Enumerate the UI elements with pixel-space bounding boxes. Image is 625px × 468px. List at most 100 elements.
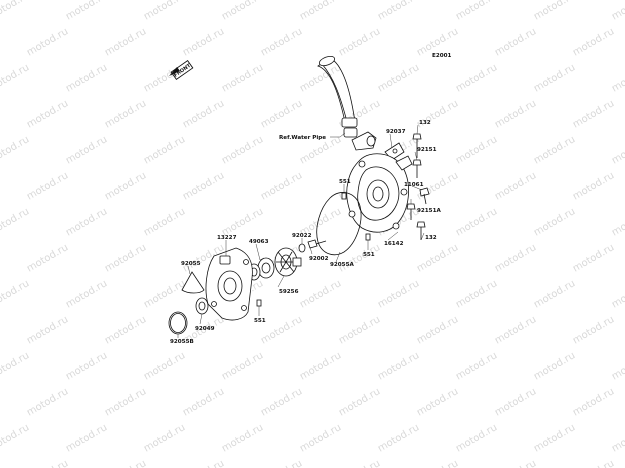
watermark-text: motod.ru xyxy=(454,0,499,23)
label-92151: 92151 xyxy=(417,147,437,153)
watermark-text: motod.ru xyxy=(142,350,187,382)
watermark-text: motod.ru xyxy=(259,314,304,346)
watermark-text: motod.ru xyxy=(493,386,538,418)
watermark-text: motod.ru xyxy=(532,134,577,166)
label-92022: 92022 xyxy=(292,233,312,239)
watermark-text: motod.ru xyxy=(610,0,625,23)
watermark-text: motod.ru xyxy=(0,278,31,310)
watermark-text: motod.ru xyxy=(493,26,538,58)
watermark-text: motod.ru xyxy=(0,0,31,23)
watermark-text: motod.ru xyxy=(142,422,187,454)
water-pump-cover xyxy=(346,153,413,233)
watermark-text: motod.ru xyxy=(64,134,109,166)
watermark-text: motod.ru xyxy=(376,0,421,23)
label-92049: 92049 xyxy=(195,326,215,332)
pin-551-top xyxy=(341,192,347,200)
bolt-92151A xyxy=(406,203,416,220)
label-92055B: 92055B xyxy=(170,339,194,345)
watermark-text: motod.ru xyxy=(103,170,148,202)
bolt-11061-area xyxy=(419,187,430,205)
watermark-text: motod.ru xyxy=(610,350,625,382)
o-ring-92055B xyxy=(168,311,188,335)
oil-seal-92049 xyxy=(195,297,209,315)
watermark-text: motod.ru xyxy=(259,458,304,468)
watermark-text: motod.ru xyxy=(0,206,31,238)
watermark-text: motod.ru xyxy=(532,62,577,94)
watermark-text: motod.ru xyxy=(103,314,148,346)
label-92002: 92002 xyxy=(309,256,329,262)
watermark-text: motod.ru xyxy=(25,458,70,468)
watermark-text: motod.ru xyxy=(454,206,499,238)
watermark-text: motod.ru xyxy=(571,458,616,468)
label-92055A: 92055A xyxy=(330,262,354,268)
watermark-text: motod.ru xyxy=(571,314,616,346)
label-551-bottom: 551 xyxy=(254,318,266,324)
watermark-text: motod.ru xyxy=(337,26,382,58)
watermark-text: motod.ru xyxy=(532,0,577,23)
label-92037: 92037 xyxy=(386,129,406,135)
watermark-text: motod.ru xyxy=(610,62,625,94)
watermark-text: motod.ru xyxy=(103,98,148,130)
label-49063: 49063 xyxy=(249,239,269,245)
watermark-text: motod.ru xyxy=(220,134,265,166)
watermark-text: motod.ru xyxy=(415,242,460,274)
watermark-text: motod.ru xyxy=(0,350,31,382)
label-11061: 11061 xyxy=(404,182,424,188)
watermark-text: motod.ru xyxy=(0,134,31,166)
watermark-text: motod.ru xyxy=(259,98,304,130)
watermark-text: motod.ru xyxy=(64,206,109,238)
label-16142: 16142 xyxy=(384,241,404,247)
watermark-text: motod.ru xyxy=(220,206,265,238)
watermark-text: motod.ru xyxy=(25,386,70,418)
watermark-text: motod.ru xyxy=(181,26,226,58)
watermark-text: motod.ru xyxy=(376,278,421,310)
part-labels: Ref.Water Pipe 92037 132 92151 551 11061… xyxy=(170,120,441,345)
watermark-text: motod.ru xyxy=(25,98,70,130)
bolt-132-bottom xyxy=(416,221,426,240)
watermark-text: motod.ru xyxy=(376,350,421,382)
label-92151A: 92151A xyxy=(417,208,441,214)
watermark-text: motod.ru xyxy=(220,350,265,382)
watermark-text: motod.ru xyxy=(610,134,625,166)
watermark-text: motod.ru xyxy=(376,62,421,94)
watermark-text: motod.ru xyxy=(25,26,70,58)
watermark-text: motod.ru xyxy=(25,170,70,202)
watermark-text: motod.ru xyxy=(0,62,31,94)
watermark-text: motod.ru xyxy=(415,458,460,468)
pipe-fitting xyxy=(351,131,377,151)
watermark-text: motod.ru xyxy=(103,26,148,58)
watermark-text: motod.ru xyxy=(571,98,616,130)
label-ref-water-pipe: Ref.Water Pipe xyxy=(279,135,326,141)
watermark-text: motod.ru xyxy=(259,26,304,58)
watermark-text: motod.ru xyxy=(142,134,187,166)
watermark-text: motod.ru xyxy=(103,242,148,274)
watermark-text: motod.ru xyxy=(337,242,382,274)
watermark-text: motod.ru xyxy=(103,458,148,468)
watermark-text: motod.ru xyxy=(376,422,421,454)
watermark-text: motod.ru xyxy=(337,458,382,468)
watermark-text: motod.ru xyxy=(571,170,616,202)
label-132-bottom: 132 xyxy=(425,235,437,241)
bolt-92002 xyxy=(307,239,327,249)
watermark-text: motod.ru xyxy=(493,458,538,468)
label-551-mid: 551 xyxy=(363,252,375,258)
impeller-59256 xyxy=(274,247,302,277)
watermark-text: motod.ru xyxy=(532,350,577,382)
watermark-text: motod.ru xyxy=(298,278,343,310)
watermark-text: motod.ru xyxy=(415,314,460,346)
watermark-text: motod.ru xyxy=(415,386,460,418)
gasket-92055A xyxy=(316,192,362,256)
watermark-text: motod.ru xyxy=(571,242,616,274)
label-132-top: 132 xyxy=(419,120,431,126)
watermark-text: motod.ru xyxy=(259,170,304,202)
watermark-text: motod.ru xyxy=(610,278,625,310)
watermark-text: motod.ru xyxy=(610,206,625,238)
watermark-text: motod.ru xyxy=(454,350,499,382)
gasket-92055 xyxy=(181,271,205,294)
watermark-text: motod.ru xyxy=(64,278,109,310)
watermark-text: motod.ru xyxy=(298,422,343,454)
watermark-text: motod.ru xyxy=(454,278,499,310)
pump-body-13227 xyxy=(205,247,253,321)
watermark-text: motod.ru xyxy=(25,314,70,346)
